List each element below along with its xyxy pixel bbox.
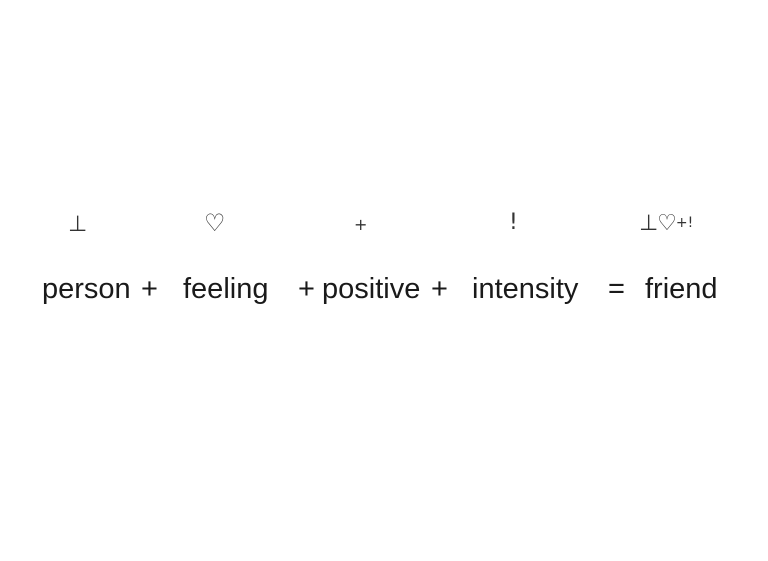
intensity-symbol: !: [509, 210, 518, 235]
person-symbol: ⊥: [68, 212, 88, 237]
feeling-word: feeling: [183, 273, 269, 305]
friend-word: friend: [645, 273, 718, 305]
positive-symbol: +: [354, 215, 368, 234]
intensity-word: intensity: [472, 273, 579, 305]
feeling-symbol: ♡: [204, 209, 226, 237]
friend-symbol: ⊥♡+!: [639, 213, 693, 235]
equals-operator: =: [608, 273, 625, 305]
positive-word: positive: [322, 273, 421, 305]
friend-symbol-modifiers: +!: [675, 215, 694, 231]
plus-operator: +: [141, 273, 158, 305]
friend-symbol-main: ⊥♡: [639, 211, 677, 236]
person-word: person: [42, 273, 131, 305]
plus-operator: +: [298, 273, 315, 305]
plus-operator: +: [431, 273, 448, 305]
